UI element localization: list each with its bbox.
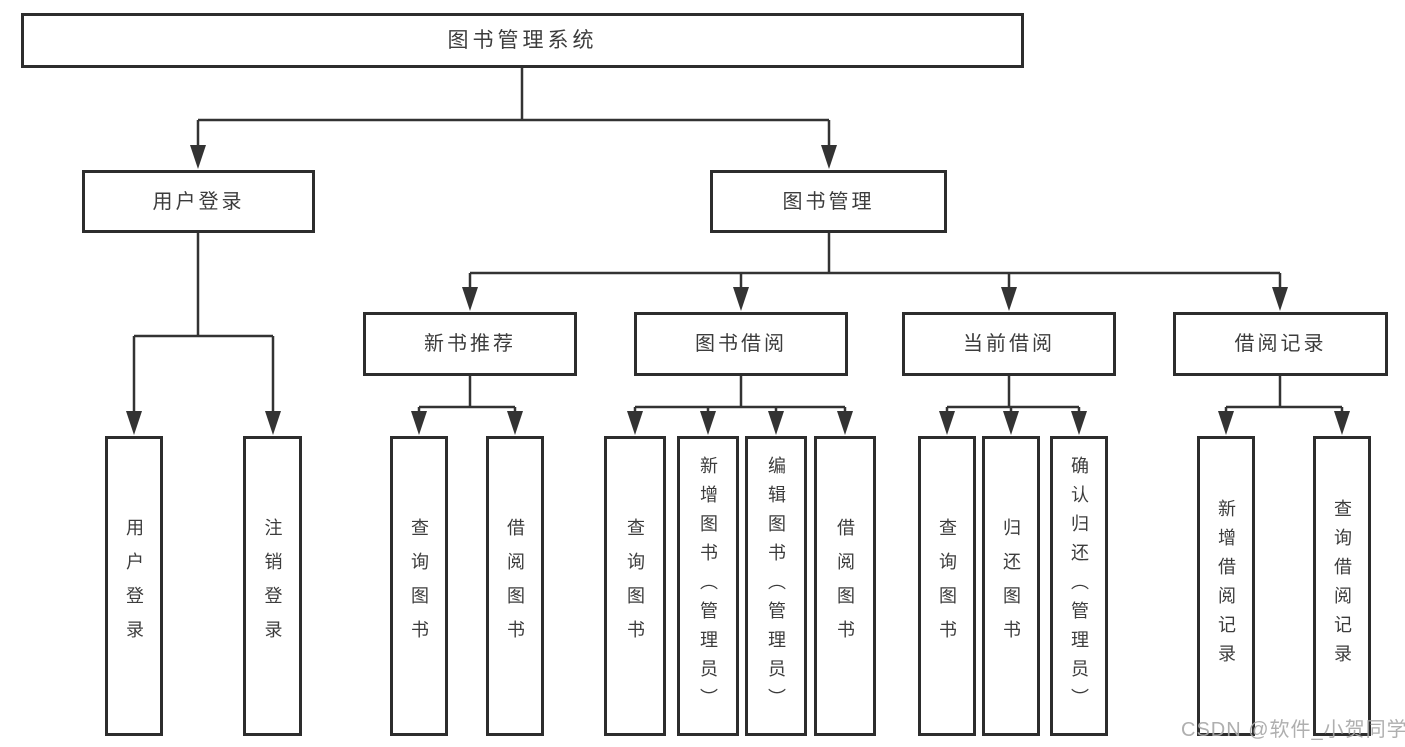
leaf-edit-books-admin: 编辑图书（管理员） bbox=[745, 436, 807, 736]
leaf-label: 归还图书 bbox=[1001, 518, 1021, 654]
node-new-book-recommendation: 新书推荐 bbox=[363, 312, 577, 376]
node-label: 图书管理 bbox=[782, 190, 875, 213]
leaf-query-books-borrowing: 查询图书 bbox=[604, 436, 666, 736]
node-user-login: 用户登录 bbox=[82, 170, 315, 233]
leaf-query-books-current: 查询图书 bbox=[918, 436, 976, 736]
leaf-borrow-books-recommend: 借阅图书 bbox=[486, 436, 544, 736]
leaf-query-borrow-record: 查询借阅记录 bbox=[1313, 436, 1371, 736]
node-book-management: 图书管理 bbox=[710, 170, 947, 233]
node-label: 用户登录 bbox=[152, 190, 245, 213]
node-label: 图书管理系统 bbox=[447, 29, 598, 52]
leaf-label: 编辑图书（管理员） bbox=[766, 455, 786, 717]
node-label: 新书推荐 bbox=[424, 333, 516, 355]
leaf-confirm-return-admin: 确认归还（管理员） bbox=[1050, 436, 1108, 736]
leaf-add-books-admin: 新增图书（管理员） bbox=[677, 436, 739, 736]
node-book-borrowing: 图书借阅 bbox=[634, 312, 848, 376]
node-label: 图书借阅 bbox=[695, 333, 787, 355]
leaf-label: 查询图书 bbox=[625, 518, 645, 654]
leaf-label: 借阅图书 bbox=[835, 518, 855, 654]
leaf-label: 查询图书 bbox=[937, 518, 957, 654]
leaf-user-login: 用户登录 bbox=[105, 436, 163, 736]
leaf-logout: 注销登录 bbox=[243, 436, 302, 736]
leaf-label: 查询图书 bbox=[409, 518, 429, 654]
leaf-query-books-recommend: 查询图书 bbox=[390, 436, 448, 736]
leaf-label: 新增借阅记录 bbox=[1216, 499, 1236, 673]
leaf-label: 用户登录 bbox=[124, 518, 144, 654]
leaf-borrow-books: 借阅图书 bbox=[814, 436, 876, 736]
node-label: 借阅记录 bbox=[1234, 333, 1327, 355]
node-label: 当前借阅 bbox=[963, 333, 1055, 355]
node-library-management-system: 图书管理系统 bbox=[21, 13, 1024, 68]
leaf-label: 确认归还（管理员） bbox=[1069, 455, 1089, 717]
leaf-label: 注销登录 bbox=[262, 518, 283, 654]
watermark: CSDN @软件_小贺同学 bbox=[1181, 719, 1405, 741]
leaf-label: 查询借阅记录 bbox=[1332, 499, 1352, 673]
node-current-borrowing: 当前借阅 bbox=[902, 312, 1116, 376]
leaf-label: 新增图书（管理员） bbox=[698, 455, 718, 717]
leaf-return-books: 归还图书 bbox=[982, 436, 1040, 736]
node-borrowing-records: 借阅记录 bbox=[1173, 312, 1388, 376]
leaf-add-borrow-record: 新增借阅记录 bbox=[1197, 436, 1255, 736]
leaf-label: 借阅图书 bbox=[505, 518, 525, 654]
